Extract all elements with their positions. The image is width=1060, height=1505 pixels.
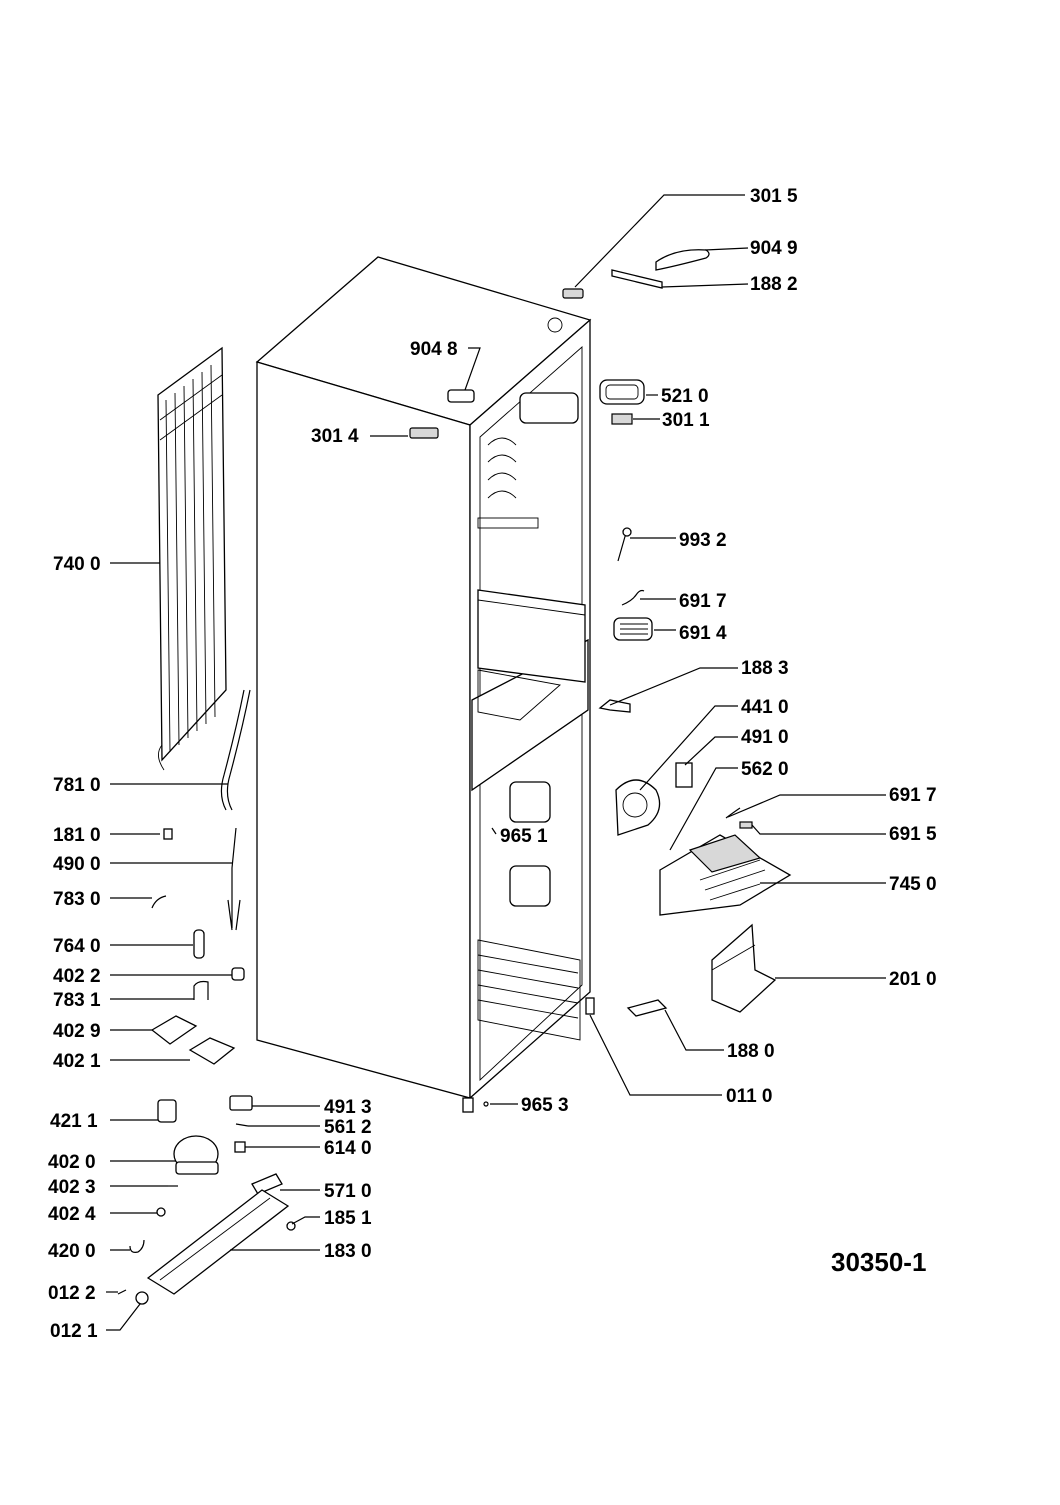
leader-lines xyxy=(106,194,886,1331)
label-402-3: 402 3 xyxy=(48,1177,96,1198)
label-183-0: 183 0 xyxy=(324,1241,372,1262)
label-490-0: 490 0 xyxy=(53,854,101,875)
label-185-1: 185 1 xyxy=(324,1208,372,1229)
label-993-2: 993 2 xyxy=(679,530,727,551)
document-number: 30350-1 xyxy=(831,1247,926,1277)
label-691-7b: 691 7 xyxy=(889,785,937,806)
label-904-9: 904 9 xyxy=(750,238,798,259)
condenser-coil xyxy=(157,346,227,771)
small-parts xyxy=(117,249,792,1305)
label-783-1: 783 1 xyxy=(53,990,101,1011)
label-491-0: 491 0 xyxy=(741,727,789,748)
label-011-0: 011 0 xyxy=(726,1086,773,1107)
label-614-0: 614 0 xyxy=(324,1138,372,1159)
label-491-3: 491 3 xyxy=(324,1097,372,1118)
label-691-7a: 691 7 xyxy=(679,591,727,612)
label-965-3: 965 3 xyxy=(521,1095,569,1116)
label-764-0: 764 0 xyxy=(53,936,101,957)
label-783-0: 783 0 xyxy=(53,889,101,910)
label-012-2: 012 2 xyxy=(48,1283,96,1304)
part-labels: 301 5 904 9 188 2 904 8 521 0 301 1 301 … xyxy=(48,186,937,1342)
label-402-0: 402 0 xyxy=(48,1152,96,1173)
label-521-0: 521 0 xyxy=(661,386,709,407)
label-301-4: 301 4 xyxy=(311,426,359,447)
label-965-1: 965 1 xyxy=(500,826,548,847)
refrigerator-cabinet xyxy=(255,256,595,1113)
label-740-0: 740 0 xyxy=(53,554,101,575)
label-301-5: 301 5 xyxy=(750,186,798,207)
label-691-5: 691 5 xyxy=(889,824,937,845)
label-402-9: 402 9 xyxy=(53,1021,101,1042)
label-745-0: 745 0 xyxy=(889,874,937,895)
label-181-0: 181 0 xyxy=(53,825,101,846)
label-781-0: 781 0 xyxy=(53,775,101,796)
label-421-1: 421 1 xyxy=(50,1111,98,1132)
label-420-0: 420 0 xyxy=(48,1241,96,1262)
label-571-0: 571 0 xyxy=(324,1181,372,1202)
label-188-2: 188 2 xyxy=(750,274,798,295)
label-691-4: 691 4 xyxy=(679,623,727,644)
label-301-1: 301 1 xyxy=(662,410,710,431)
label-904-8: 904 8 xyxy=(410,339,458,360)
label-402-2: 402 2 xyxy=(53,966,101,987)
label-562-0: 562 0 xyxy=(741,759,789,780)
label-188-0: 188 0 xyxy=(727,1041,775,1062)
label-402-1: 402 1 xyxy=(53,1051,101,1072)
label-188-3: 188 3 xyxy=(741,658,789,679)
label-561-2: 561 2 xyxy=(324,1117,372,1138)
label-012-1: 012 1 xyxy=(50,1321,98,1342)
label-402-4: 402 4 xyxy=(48,1204,96,1225)
label-441-0: 441 0 xyxy=(741,697,789,718)
label-201-0: 201 0 xyxy=(889,969,937,990)
